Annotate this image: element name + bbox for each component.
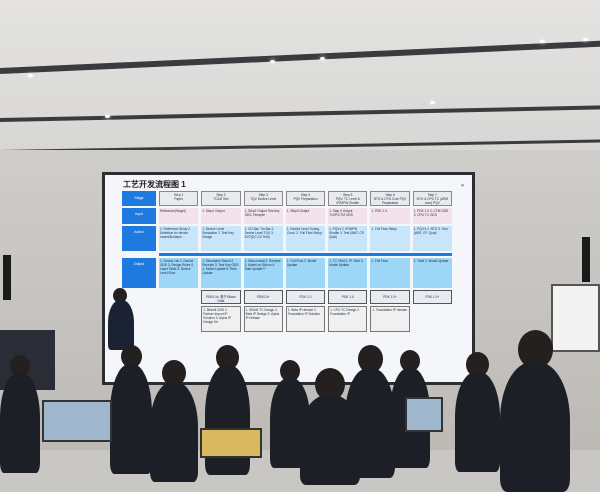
row-label-action: Action [122, 226, 156, 251]
input-cell: 1. PDK 1.0 2. CTM GDS 3. CPU TC GDS [412, 208, 452, 224]
step-number: Step 5 [343, 193, 353, 197]
output-cell: 1. Device List 2. Device GDS 3. Design R… [159, 258, 199, 288]
step-number: Step 7 [427, 193, 437, 197]
audience-member [110, 363, 152, 474]
laptop [42, 400, 112, 442]
spacer [413, 306, 452, 332]
ceiling-light [583, 38, 588, 41]
audience-member [150, 381, 198, 482]
pdk-cell: PDK 1.0+ [412, 290, 452, 304]
wall-speaker [582, 237, 590, 282]
laptop [405, 397, 443, 432]
action-cell: 1. CD Bar, Trn Bar 2. Device Level TQV 3… [243, 226, 283, 251]
ip-cell: 1. SRAM TC Design 2. Beta IP Design 3. A… [243, 306, 283, 332]
step-name: TCAD Sim [213, 197, 229, 201]
step-number: Step 4 [300, 193, 311, 197]
output-cell: 1. TC Yield 2. IP Yield 3. Model Update [328, 258, 368, 288]
audience-member [205, 365, 250, 476]
ceiling-light [320, 57, 325, 60]
input-cell: 1. Step 4 Output TC/IP/CTM GDS [328, 208, 368, 224]
step-name: PQV: TC Level & IP/MPW Shuttle [335, 197, 360, 205]
row-label-input: Input [122, 208, 156, 224]
pdk-cell: PDK0.5x: 基于Silicon Data [201, 290, 241, 304]
ip-cell: 1. CPU TC Design 2. Foundation IP [328, 306, 368, 332]
action-cell: 1. Reference Study 2. Definition for dev… [159, 226, 199, 251]
step-number: Step 2 [216, 193, 226, 197]
ceiling-light [28, 74, 33, 77]
step-name: NTO & CPU TC (ARM core) PQV [416, 197, 449, 205]
action-cell: 1. Device Level Simulation 2. Test Key D… [201, 226, 241, 251]
output-cell: 1. Simulation Result 2. Recepie 3. Test … [201, 258, 241, 288]
action-cell: 1. PQV's 2. NTO 3. Test (WAT, CP, Qual) [412, 226, 452, 251]
step-number: Step 6 [385, 193, 395, 197]
laptop [200, 428, 262, 458]
input-cell: 1. Step3 Output [285, 208, 326, 224]
step-name: PQV Preparation [293, 197, 318, 201]
audience-head [280, 360, 300, 382]
step-number: Step 1 [174, 193, 184, 197]
row-label-output: Output [122, 258, 156, 288]
audience-member [0, 373, 40, 473]
pdk-cell: PDK0.5+ [243, 290, 283, 304]
audience-head [400, 350, 420, 372]
pdk-cell [159, 290, 198, 304]
audience-member [500, 361, 570, 492]
action-cell: 1. PQVs 2. IP/MPW Shuttle 3. Test (WAT, … [328, 226, 368, 251]
wall-speaker [3, 255, 11, 300]
input-cell: 1. Step1 Output [201, 208, 241, 224]
step-name: NTO & CPU Core PQV Preparation [373, 197, 407, 205]
ip-cell: 1. Bincell GDS 2. Partner Import IP Solu… [201, 306, 241, 332]
ip-cell: 1. Foundation IP release [370, 306, 410, 332]
action-cell: 1. Full Flow Setup [370, 226, 410, 251]
ceiling-light [540, 40, 545, 43]
output-cell: 1. Yield 2. Model Update [412, 258, 452, 288]
step-number: Step 3 [258, 193, 268, 197]
stage-label: Stage [122, 191, 156, 206]
slide-logo: ▦ [461, 183, 464, 187]
ceiling-light [105, 115, 110, 118]
audience-head [10, 355, 30, 377]
flow-arrow [159, 253, 452, 256]
audience-member [455, 372, 500, 473]
audience-head [466, 352, 489, 377]
input-cell: Reference(Target) [159, 208, 199, 224]
ceiling-beam [0, 39, 600, 74]
ceiling-light [430, 101, 435, 104]
output-cell: 1. Full Flow 2. Model Update [285, 258, 326, 288]
presenter [108, 300, 134, 350]
step-name: Paper [174, 197, 183, 201]
presenter-head [113, 288, 127, 303]
audience-member [300, 395, 360, 485]
action-cell: 1. Device Level Tuning Cond. 2. Full Flo… [285, 226, 326, 251]
spacer [159, 306, 198, 332]
input-cell: 1. Step2 Output Test key GDS, Recepie [243, 208, 283, 224]
pdk-cell: PDK 1.0 [328, 290, 368, 304]
slide-title: 工艺开发流程图 1 [123, 180, 186, 189]
audience-head [216, 345, 239, 370]
pdk-cell: PDK 1.0 [285, 290, 326, 304]
pdk-cell: PDK 1.0+ [370, 290, 410, 304]
output-cell: 1. Silicon data 2. Recepie 3. Model on S… [243, 258, 283, 288]
whiteboard [551, 284, 600, 352]
ceiling-beam [0, 105, 600, 122]
audience-head [120, 345, 142, 369]
ceiling-light [270, 60, 275, 63]
input-cell: 1. PDK 1.0 [370, 208, 410, 224]
ceiling [0, 0, 600, 170]
step-name: TQV Device Level [250, 197, 277, 201]
ip-cell: 1. Beta IP release 2. Foundation IP Solu… [285, 306, 326, 332]
output-cell: 1. Full Flow [370, 258, 410, 288]
